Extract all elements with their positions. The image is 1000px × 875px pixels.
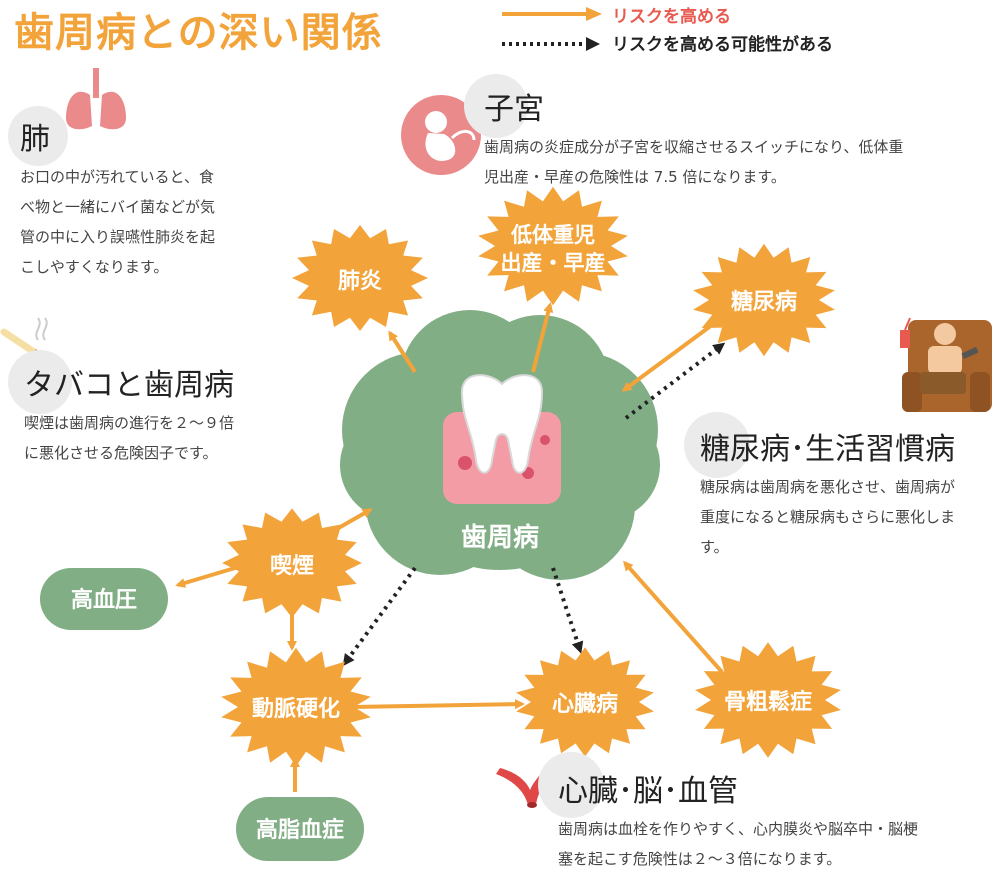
tobacco-title: タバコと歯周病 (24, 368, 234, 403)
node-koshi: 高脂血症 (236, 797, 364, 861)
tobacco-body-line: に悪化させる危険因子です。 (24, 444, 218, 462)
dotted-arrow-sample (502, 37, 600, 51)
node-teitaiju-label-2: 出産・早産 (501, 251, 606, 275)
arrow-tonyo-to-center (621, 323, 714, 392)
heart-body-line: 塞を起こす危険性は２～３倍になります。 (558, 850, 842, 868)
node-tonyo: 糖尿病 (693, 243, 835, 357)
arrow-kotsuso-to-center (623, 560, 724, 674)
node-kotsuso-label: 骨粗鬆症 (724, 689, 812, 715)
lungs-icon (66, 68, 126, 130)
solid-arrow-sample (502, 7, 602, 21)
diabetes-body-line: 糖尿病は歯周病を悪化させ、歯周病が (700, 478, 956, 496)
diabetes-title: 糖尿病･生活習慣病 (700, 432, 955, 467)
diabetes-body-line: す。 (700, 538, 729, 556)
arrow-center-to-haien (388, 330, 417, 374)
solid-arrows (175, 302, 724, 792)
node-domyaku: 動脈硬化 (221, 647, 371, 767)
node-teitaiju: 低体重児 出産・早産 (478, 186, 628, 306)
node-kotsuso: 骨粗鬆症 (695, 642, 841, 758)
lung-body-line: 管の中に入り誤嚥性肺炎を起 (20, 228, 216, 246)
node-kitsuen-label: 喫煙 (270, 553, 314, 579)
lung-body: お口の中が汚れていると、食 べ物と一緒にバイ菌などが気 管の中に入り誤嚥性肺炎を… (20, 162, 280, 282)
lung-body-line: お口の中が汚れていると、食 (20, 168, 214, 186)
arrow-kitsuen-to-center (334, 508, 373, 532)
node-domyaku-label: 動脈硬化 (252, 696, 340, 722)
uterus-body: 歯周病の炎症成分が子宮を収縮させるスイッチになり、低体重 児出産・早産の危険性は… (484, 132, 1000, 192)
arrow-center-to-teitaiju (531, 302, 554, 373)
center-label: 歯周病 (461, 523, 539, 553)
dotted-arrows (342, 342, 726, 667)
uterus-body-line: 児出産・早産の危険性は 7.5 倍になります。 (484, 168, 786, 186)
legend-arrows (502, 7, 602, 51)
node-haien: 肺炎 (292, 225, 428, 331)
heart-title: 心臓･脳･血管 (558, 774, 738, 809)
dotted-arrow-center-to-domyaku (342, 566, 417, 667)
heart-body: 歯周病は血栓を作りやすく、心内膜炎や脳卒中・脳梗 塞を起こす危険性は２～３倍にな… (558, 814, 1000, 874)
node-koshi-label: 高脂血症 (256, 817, 344, 843)
fetus-icon (401, 95, 481, 175)
dotted-arrow-center-to-shinzo (551, 567, 584, 654)
heart-title-circle (538, 752, 604, 818)
tooth-icon (443, 374, 561, 504)
node-koketsuatsu: 高血圧 (40, 568, 168, 630)
uterus-title-circle (464, 74, 528, 138)
arrow-domyaku-to-shinzo (351, 699, 525, 710)
lung-title-circle (8, 106, 68, 166)
uterus-body-line: 歯周病の炎症成分が子宮を収縮させるスイッチになり、低体重 (484, 138, 904, 156)
heart-body-line: 歯周病は血栓を作りやすく、心内膜炎や脳卒中・脳梗 (558, 820, 919, 838)
uterus-title: 子宮 (484, 92, 544, 127)
tobacco-title-circle (8, 350, 72, 414)
lung-title: 肺 (20, 122, 50, 157)
node-teitaiju-label-1: 低体重児 (510, 223, 595, 247)
armchair-person-icon (900, 317, 992, 412)
node-haien-label: 肺炎 (338, 269, 382, 294)
node-tonyo-label: 糖尿病 (731, 289, 797, 315)
node-shinzo: 心臓病 (516, 647, 654, 757)
legend-dotted-label: リスクを高める可能性がある (612, 35, 833, 55)
legend-solid-label: リスクを高める (612, 7, 731, 27)
lung-body-line: こしやすくなります。 (20, 258, 169, 276)
diabetes-title-circle (684, 412, 750, 478)
lung-body-line: べ物と一緒にバイ菌などが気 (20, 198, 216, 216)
tobacco-body: 喫煙は歯周病の進行を２～９倍 に悪化させる危険因子です。 (24, 408, 284, 468)
node-shinzo-label: 心臓病 (552, 691, 618, 717)
node-koketsuatsu-label: 高血圧 (71, 587, 137, 613)
diabetes-body: 糖尿病は歯周病を悪化させ、歯周病が 重度になると糖尿病もさらに悪化しま す。 (700, 472, 1000, 562)
node-kitsuen: 喫煙 (222, 508, 362, 618)
diabetes-body-line: 重度になると糖尿病もさらに悪化しま (700, 508, 956, 526)
tobacco-body-line: 喫煙は歯周病の進行を２～９倍 (24, 414, 235, 432)
page-title: 歯周病との深い関係 (14, 10, 383, 56)
